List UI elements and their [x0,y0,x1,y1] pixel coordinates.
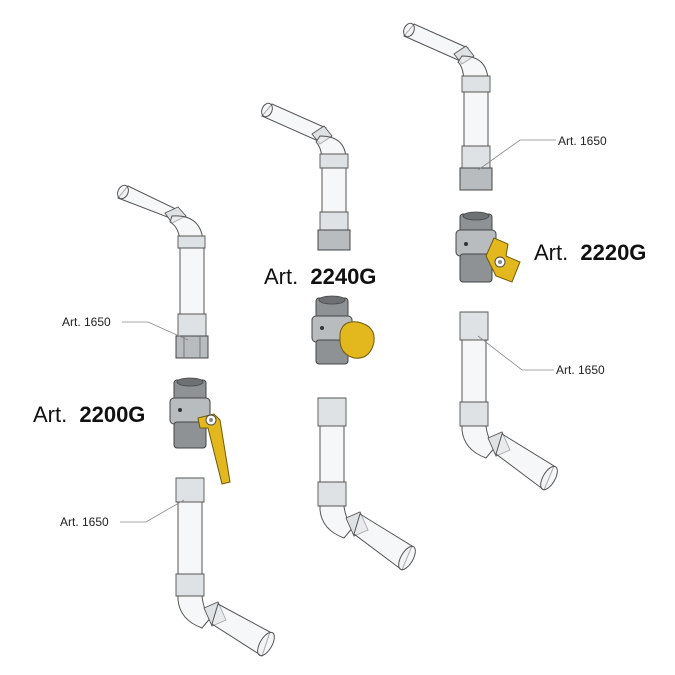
left-assembly [117,184,275,657]
art-code-2200g: 2200G [79,402,145,427]
leader-line-right-lower [477,335,554,371]
left-lower-pipe [175,477,275,657]
leader-line-right-upper [477,139,556,171]
art-code-2240g: 2240G [310,264,376,289]
art-code-2220g: 2220G [580,240,646,265]
label-fitting-right-lower: Art. 1650 [556,363,605,377]
left-upper-pipe [117,184,209,359]
valve-2200g [169,377,231,485]
art-prefix: Art. [534,240,568,265]
art-prefix: Art. [264,264,298,289]
label-fitting-left-upper: Art. 1650 [62,315,111,329]
lever-handle [197,413,231,485]
label-fitting-right-upper: Art. 1650 [558,134,607,148]
label-art-2220g: Art. 2220G [534,240,646,265]
right-upper-pipe [403,22,493,191]
valve-2240g [311,295,375,365]
right-assembly [403,22,558,491]
middle-assembly [261,102,416,571]
label-fitting-left-lower: Art. 1650 [60,515,109,529]
cap-handle [339,321,375,359]
valve-2220g [455,211,521,283]
leader-line-left-upper [122,321,189,341]
leader-line-left-lower [120,499,185,523]
middle-upper-pipe [261,102,351,251]
right-lower-pipe [459,311,558,491]
label-art-2200g: Art. 2200G [33,402,145,427]
label-art-2240g: Art. 2240G [264,264,376,289]
middle-lower-pipe [317,397,416,571]
art-prefix: Art. [33,402,67,427]
